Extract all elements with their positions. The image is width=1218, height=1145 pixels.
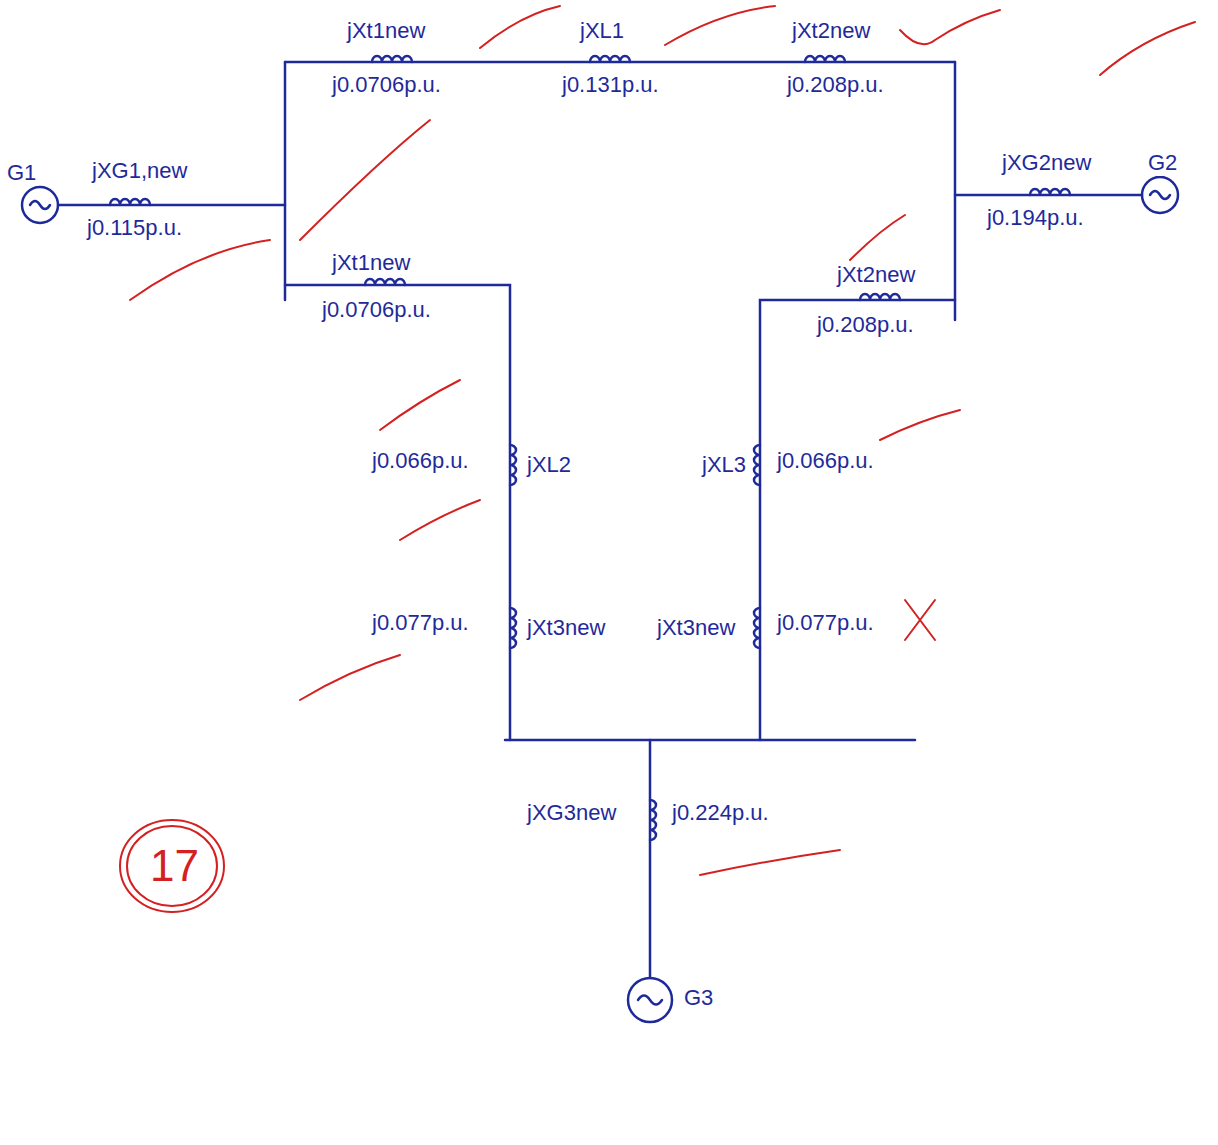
generator-symbol: [1150, 191, 1170, 199]
check-mark: [700, 850, 840, 875]
check-mark: [480, 6, 560, 48]
inductor-symbol: [510, 445, 516, 485]
reactance-value: j0.077p.u.: [370, 610, 471, 636]
check-mark: [850, 215, 905, 260]
generator-symbol: [1142, 177, 1178, 213]
check-mark: [380, 380, 460, 430]
wire: [649, 740, 652, 978]
check-mark: [880, 410, 960, 440]
grade-number: 17: [148, 841, 201, 891]
inductor-symbol: [754, 608, 760, 648]
wire: [285, 285, 510, 740]
reactance-value: j0.0706p.u.: [320, 297, 433, 323]
branch-label: jXL1: [578, 18, 626, 44]
branch-label: jXG3new: [525, 800, 618, 826]
branch-label: jXt2new: [790, 18, 872, 44]
generator-name: G2: [1146, 150, 1179, 176]
reactance-value: j0.131p.u.: [560, 72, 661, 98]
check-mark: [665, 6, 775, 45]
inductor-symbol: [510, 608, 516, 648]
check-mark: [900, 10, 1000, 44]
generator-symbol: [30, 201, 50, 209]
inductor-symbol: [754, 445, 760, 485]
reactance-value: j0.077p.u.: [775, 610, 876, 636]
inductor-symbol: [1030, 189, 1070, 195]
inductor-symbol: [805, 56, 845, 62]
grade-circle: [127, 826, 217, 906]
branch-label: jXG2new: [1000, 150, 1093, 176]
bus: [954, 62, 957, 320]
grade-circle: [120, 820, 224, 912]
inductor-symbol: [860, 294, 900, 300]
branch-label: jXt3new: [525, 615, 607, 641]
cross-mark: [905, 600, 935, 640]
bus: [505, 739, 915, 742]
bus: [284, 62, 287, 300]
wire: [58, 204, 285, 207]
branch-label: jXG1,new: [90, 158, 189, 184]
branch-label: jXL2: [525, 452, 573, 478]
check-mark: [130, 240, 270, 300]
check-mark: [1100, 22, 1195, 75]
inductor-symbol: [372, 56, 412, 62]
reactance-value: j0.0706p.u.: [330, 72, 443, 98]
branch-label: jXt3new: [655, 615, 737, 641]
inductor-symbol: [365, 279, 405, 285]
generator-symbol: [638, 996, 662, 1005]
wire: [760, 300, 955, 740]
branch-label: jXL3: [700, 452, 748, 478]
generator-symbol: [22, 187, 58, 223]
reactance-value: j0.208p.u.: [815, 312, 916, 338]
branch-label: jXt1new: [330, 250, 412, 276]
reactance-value: j0.224p.u.: [670, 800, 771, 826]
reactance-value: j0.115p.u.: [85, 215, 184, 241]
branch-label: jXt1new: [345, 18, 427, 44]
generator-symbol: [628, 978, 672, 1022]
generator-name: G1: [5, 160, 38, 186]
check-mark: [300, 120, 430, 240]
reactance-value: j0.194p.u.: [985, 205, 1086, 231]
check-mark: [400, 500, 480, 540]
reactance-value: j0.208p.u.: [785, 72, 886, 98]
wire: [955, 194, 1142, 197]
check-mark: [300, 655, 400, 700]
reactance-value: j0.066p.u.: [370, 448, 471, 474]
reactance-value: j0.066p.u.: [775, 448, 876, 474]
generator-name: G3: [682, 985, 715, 1011]
branch-label: jXt2new: [835, 262, 917, 288]
inductor-symbol: [110, 199, 150, 205]
inductor-symbol: [590, 56, 630, 62]
inductor-symbol: [650, 800, 656, 840]
